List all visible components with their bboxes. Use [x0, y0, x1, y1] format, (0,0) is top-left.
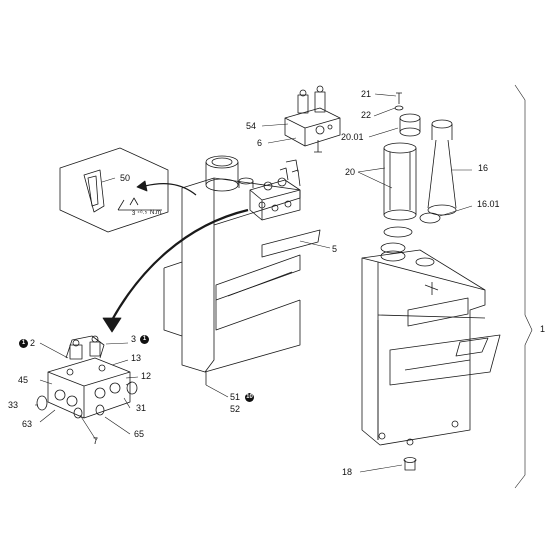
callout-65[interactable]: 65 [134, 429, 145, 439]
badge-note-10: 10 [245, 393, 254, 402]
callout-45[interactable]: 45 [18, 375, 29, 385]
callout-20[interactable]: 20 [345, 167, 356, 177]
leader-lines [35, 84, 533, 489]
callout-63[interactable]: 63 [22, 419, 33, 429]
callout-7[interactable]: 7 [93, 436, 99, 446]
badge-note-1-left: 1 [19, 339, 28, 348]
drain-plug-18[interactable] [403, 457, 417, 471]
callout-16-01[interactable]: 16.01 [477, 199, 500, 209]
callout-18[interactable]: 18 [342, 467, 353, 477]
callout-54[interactable]: 54 [246, 121, 257, 131]
callout-12[interactable]: 12 [141, 371, 152, 381]
badge-note-1-right: 1 [140, 335, 149, 344]
callout-1[interactable]: 1 [540, 324, 546, 334]
callout-22[interactable]: 22 [361, 110, 372, 120]
callout-3[interactable]: 3 [131, 334, 137, 344]
callout-50[interactable]: 50 [120, 173, 131, 183]
callout-5[interactable]: 5 [332, 244, 338, 254]
right-tank-body [361, 249, 486, 446]
torque-unit: N.m. [150, 210, 163, 216]
callout-13[interactable]: 13 [131, 353, 142, 363]
filter-cap-20-01[interactable] [399, 113, 421, 137]
callout-21[interactable]: 21 [361, 89, 372, 99]
callout-2[interactable]: 2 [30, 338, 36, 348]
torque-value: 3 ⁺⁰·⁵ [132, 211, 148, 217]
callout-16[interactable]: 16 [478, 163, 489, 173]
right-tank-assembly[interactable] [361, 242, 501, 446]
callout-52[interactable]: 52 [230, 404, 241, 414]
filter-element-20[interactable] [383, 142, 417, 238]
left-tank-assembly[interactable] [163, 155, 321, 385]
strainer-16[interactable] [427, 119, 457, 216]
detail-arrows [102, 180, 249, 333]
screw-21[interactable] [396, 92, 402, 104]
washer-22[interactable] [394, 105, 404, 111]
left-tank-body [181, 188, 301, 373]
callout-33[interactable]: 33 [8, 400, 19, 410]
top-valve-block[interactable] [284, 85, 341, 153]
callout-6[interactable]: 6 [257, 138, 263, 148]
callout-20-01[interactable]: 20.01 [341, 132, 364, 142]
callout-51[interactable]: 51 [230, 392, 241, 402]
callout-31[interactable]: 31 [136, 403, 147, 413]
o-ring-16-01[interactable] [419, 212, 441, 224]
detail-box-50[interactable] [59, 147, 169, 233]
left-manifold-block[interactable] [36, 335, 138, 419]
